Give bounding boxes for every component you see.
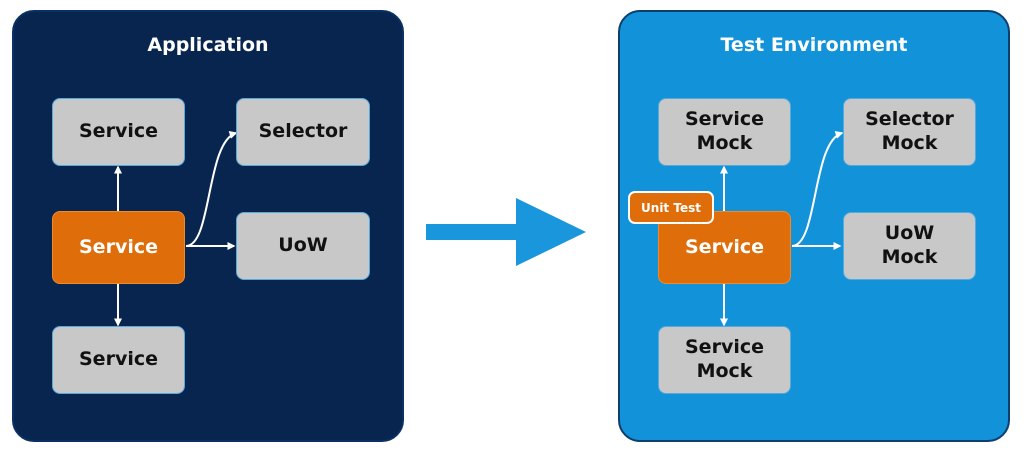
test-selector-mock: Selector Mock <box>843 98 976 166</box>
transition-arrow <box>426 198 586 266</box>
app-selector-label: Selector <box>258 120 348 143</box>
app-uow-label: UoW <box>278 234 328 257</box>
arrow-to-selector <box>185 131 238 247</box>
unit-test-badge: Unit Test <box>628 191 714 224</box>
test-service-center-label: Service <box>685 235 764 258</box>
app-selector: Selector <box>236 98 370 166</box>
test-environment-title: Test Environment <box>720 34 908 56</box>
test-uow-mock-label: UoW Mock <box>881 222 938 268</box>
unit-test-badge-label: Unit Test <box>641 200 701 215</box>
arrow-to-selector-mock <box>791 131 844 247</box>
app-service-center: Service <box>52 211 185 284</box>
app-service-bottom: Service <box>52 326 185 394</box>
app-service-center-label: Service <box>79 235 158 258</box>
app-service-bottom-label: Service <box>79 348 158 371</box>
application-title: Application <box>147 34 269 56</box>
test-selector-mock-label: Selector Mock <box>865 108 954 154</box>
test-service-mock-bottom: Service Mock <box>658 326 791 394</box>
test-service-mock-top-label: Service Mock <box>685 108 764 154</box>
app-uow: UoW <box>236 212 370 280</box>
app-service-top: Service <box>52 98 185 166</box>
app-service-top-label: Service <box>79 120 158 143</box>
test-service-mock-bottom-label: Service Mock <box>685 336 764 382</box>
test-uow-mock: UoW Mock <box>843 212 976 280</box>
test-service-mock-top: Service Mock <box>658 98 791 166</box>
